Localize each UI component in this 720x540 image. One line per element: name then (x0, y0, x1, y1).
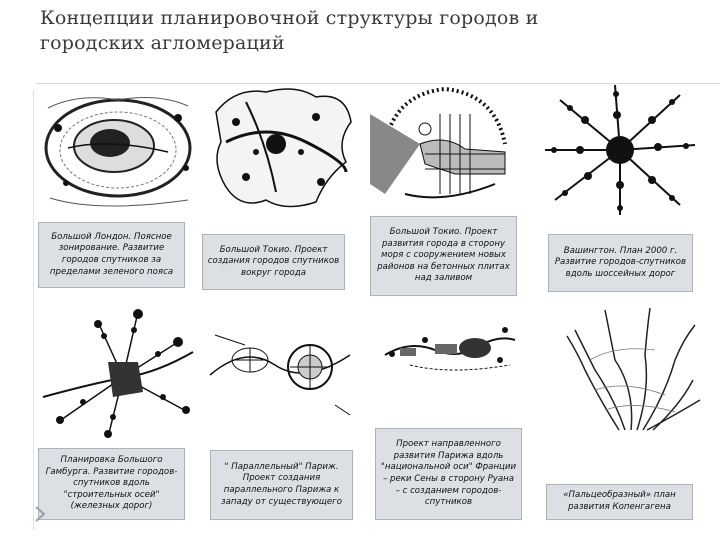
copenhagen-caption: «Пальцеобразный» план развития Копенгаге… (546, 484, 693, 520)
slide-nav-arrow-icon[interactable] (33, 505, 47, 523)
tokyo-satellites-caption: Большой Токио. Проект создания городов с… (202, 234, 345, 290)
tokyo-bay-image (370, 86, 507, 199)
london-plan-image (44, 97, 192, 207)
parallel-paris-image (209, 334, 351, 416)
left-frame-line (33, 90, 34, 530)
seine-axis-image (384, 327, 516, 371)
seine-axis-caption: Проект направленного развития Парижа вдо… (375, 428, 522, 520)
parallel-paris-caption: " Параллельный" Париж. Проект создания п… (210, 450, 353, 520)
title-divider (36, 83, 720, 84)
tokyo-satellites-image (215, 88, 352, 208)
page-title: Концепции планировочной структуры городо… (40, 7, 539, 54)
washington-plan-image (545, 84, 696, 215)
tokyo-bay-caption: Большой Токио. Проект развития города в … (370, 216, 517, 296)
washington-caption: Вашингтон. План 2000 г. Развитие городов… (548, 234, 693, 292)
london-caption: Большой Лондон. Поясное зонирование. Раз… (38, 222, 185, 288)
hamburg-caption: Планировка Большого Гамбурга. Развитие г… (38, 448, 185, 520)
hamburg-plan-image (42, 309, 194, 438)
copenhagen-plan-image (566, 307, 701, 431)
